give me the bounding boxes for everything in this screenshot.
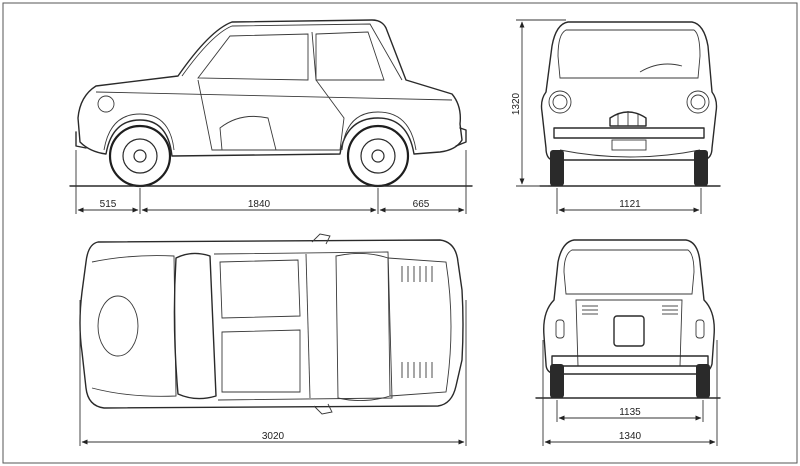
rear-window — [563, 249, 695, 295]
top-seat-rear — [221, 329, 301, 393]
front-headlight-left — [548, 90, 572, 114]
front-wiper — [639, 63, 683, 73]
side-rear-hubcap — [371, 149, 385, 163]
side-window-front — [197, 33, 309, 81]
front-headlight-right — [686, 90, 710, 114]
front-skirt — [559, 149, 701, 158]
side-door — [197, 31, 345, 151]
side-headlight — [97, 95, 115, 113]
rear-plate — [613, 315, 645, 347]
dim-wheelbase: 1840 — [248, 199, 271, 210]
rear-vents-right — [662, 305, 678, 315]
side-beltline — [95, 91, 453, 101]
dim-length: 3020 — [262, 431, 285, 442]
front-tyre-right — [694, 150, 708, 186]
front-tyre-left — [550, 150, 564, 186]
top-front-hood — [91, 255, 177, 397]
front-headlight-left-inner — [552, 94, 568, 110]
side-rear-wheel — [346, 124, 410, 188]
top-vents-upper — [401, 266, 433, 282]
side-front-wheel — [108, 124, 172, 188]
top-seat-front — [219, 259, 301, 319]
front-view: 1320 1121 — [511, 19, 721, 214]
top-door-line — [305, 253, 311, 399]
side-window-rear — [315, 31, 385, 81]
rear-light-right — [695, 319, 705, 339]
dim-rear-overhang: 665 — [413, 199, 430, 210]
top-spare-wheel — [97, 295, 139, 357]
top-body-outline — [79, 239, 464, 409]
dim-front-overhang: 515 — [100, 199, 117, 210]
side-front-hubcap — [133, 149, 147, 163]
side-bumper-front — [75, 131, 87, 149]
front-grille — [609, 111, 647, 127]
front-bumper — [553, 127, 705, 139]
top-mirror-right — [313, 403, 333, 415]
rear-bumper — [551, 355, 709, 367]
front-body-outline — [540, 21, 718, 161]
front-plate — [611, 139, 647, 151]
rear-light-left — [555, 319, 565, 339]
side-door-inner — [219, 115, 277, 151]
top-engine-lid — [387, 257, 452, 397]
side-front-hub — [122, 138, 158, 174]
front-headlight-right-inner — [690, 94, 706, 110]
rear-view: 1135 1340 — [535, 239, 721, 446]
top-vents-lower — [401, 362, 433, 378]
side-rear-hub — [360, 138, 396, 174]
dim-rear-track: 1135 — [619, 407, 641, 418]
rear-tyre-right — [696, 364, 710, 398]
side-front-fender — [103, 113, 175, 151]
top-roof — [213, 251, 393, 401]
top-view: 3020 — [79, 233, 467, 446]
side-roof-line — [181, 23, 403, 81]
side-rear-fender — [341, 111, 417, 151]
side-view: 515 1840 665 — [69, 19, 473, 214]
rear-body-outline — [543, 239, 715, 375]
top-rear-window — [335, 253, 391, 401]
dim-front-track: 1121 — [619, 199, 641, 210]
rear-vents-left — [582, 305, 598, 315]
front-windscreen — [557, 29, 701, 79]
rear-tyre-left — [550, 364, 564, 398]
side-body-outline — [77, 19, 463, 157]
side-bumper-rear — [455, 127, 467, 147]
dim-height: 1320 — [511, 92, 522, 115]
top-windscreen — [173, 252, 217, 400]
top-mirror-left — [311, 233, 331, 245]
dim-width: 1340 — [619, 431, 642, 442]
